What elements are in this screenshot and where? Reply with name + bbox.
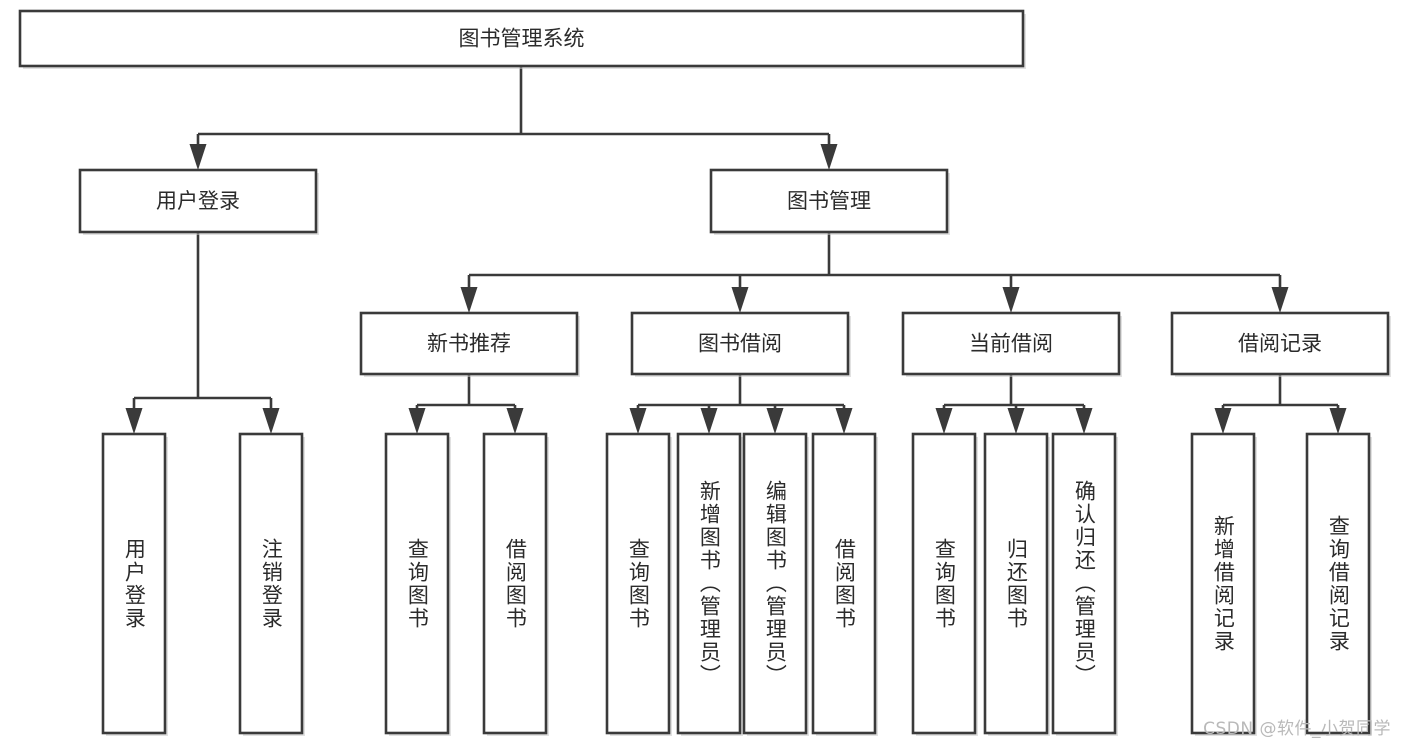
level3-node-book-borrow[interactable]: [630, 311, 850, 376]
connector-group-current-to-leaves: [935, 374, 1093, 434]
connector-group-userlogin-to-leaves: [125, 232, 280, 434]
leaf-node-leaf-query-book-current[interactable]: [911, 432, 977, 735]
connector-arrow-icon: [1214, 408, 1232, 434]
leaf-node-leaf-confirm-return[interactable]: [1051, 432, 1117, 735]
leaf-node-leaf-user-login[interactable]: [101, 432, 167, 735]
connector-group-root-to-level2: [189, 66, 838, 170]
connector-arrow-icon: [731, 287, 749, 313]
level3-node-new-book-recommend[interactable]: [359, 311, 579, 376]
connector-arrow-icon: [1002, 287, 1020, 313]
connector-arrow-icon: [1271, 287, 1289, 313]
connector-arrow-icon: [189, 144, 207, 170]
connector-arrow-icon: [1075, 408, 1093, 434]
node-label: 借阅记录: [1238, 332, 1322, 356]
node-label: 图书管理: [787, 189, 871, 213]
leaf-node-leaf-query-book-recommend[interactable]: [384, 432, 450, 735]
connector-arrow-icon: [1329, 408, 1347, 434]
connector-group-bookmgmt-to-level3: [460, 232, 1289, 313]
node-label: 当前借阅: [969, 332, 1053, 356]
connector-arrow-icon: [629, 408, 647, 434]
node-label: 图书借阅: [698, 332, 782, 356]
leaf-node-leaf-return-book[interactable]: [983, 432, 1049, 735]
connector-arrow-icon: [460, 287, 478, 313]
connector-arrow-icon: [125, 408, 143, 434]
connector-arrow-icon: [506, 408, 524, 434]
connector-arrow-icon: [1007, 408, 1025, 434]
connector-arrow-icon: [408, 408, 426, 434]
leaf-node-leaf-query-borrow-record[interactable]: [1305, 432, 1371, 735]
level3-node-borrow-records[interactable]: [1170, 311, 1390, 376]
leaf-node-leaf-add-book[interactable]: [676, 432, 742, 735]
leaf-node-leaf-borrow-book[interactable]: [811, 432, 877, 735]
node-boxes-layer: [18, 9, 1391, 736]
connector-group-borrow-to-leaves: [629, 374, 853, 434]
level2-node-user-login[interactable]: [78, 168, 318, 234]
root-node-root[interactable]: [18, 9, 1025, 68]
connector-arrow-icon: [766, 408, 784, 434]
leaf-node-leaf-query-book-borrow[interactable]: [605, 432, 671, 735]
leaf-node-leaf-logout[interactable]: [238, 432, 304, 735]
leaf-node-leaf-edit-book[interactable]: [742, 432, 808, 735]
connector-group-recommend-to-leaves: [408, 374, 524, 434]
leaf-node-leaf-borrow-book-recommend[interactable]: [482, 432, 548, 735]
node-label: 图书管理系统: [459, 27, 585, 51]
connector-arrow-icon: [835, 408, 853, 434]
level2-node-book-management[interactable]: [709, 168, 949, 234]
connector-group-records-to-leaves: [1214, 374, 1347, 434]
node-label: 用户登录: [156, 189, 240, 213]
csdn-watermark: CSDN @软件_小贺同学: [1203, 719, 1391, 739]
connectors-layer: [125, 66, 1347, 434]
connector-arrow-icon: [262, 408, 280, 434]
connector-arrow-icon: [935, 408, 953, 434]
node-label: 新书推荐: [427, 332, 511, 356]
connector-arrow-icon: [700, 408, 718, 434]
connector-arrow-icon: [820, 144, 838, 170]
level3-node-current-borrow[interactable]: [901, 311, 1121, 376]
leaf-node-leaf-add-borrow-record[interactable]: [1190, 432, 1256, 735]
